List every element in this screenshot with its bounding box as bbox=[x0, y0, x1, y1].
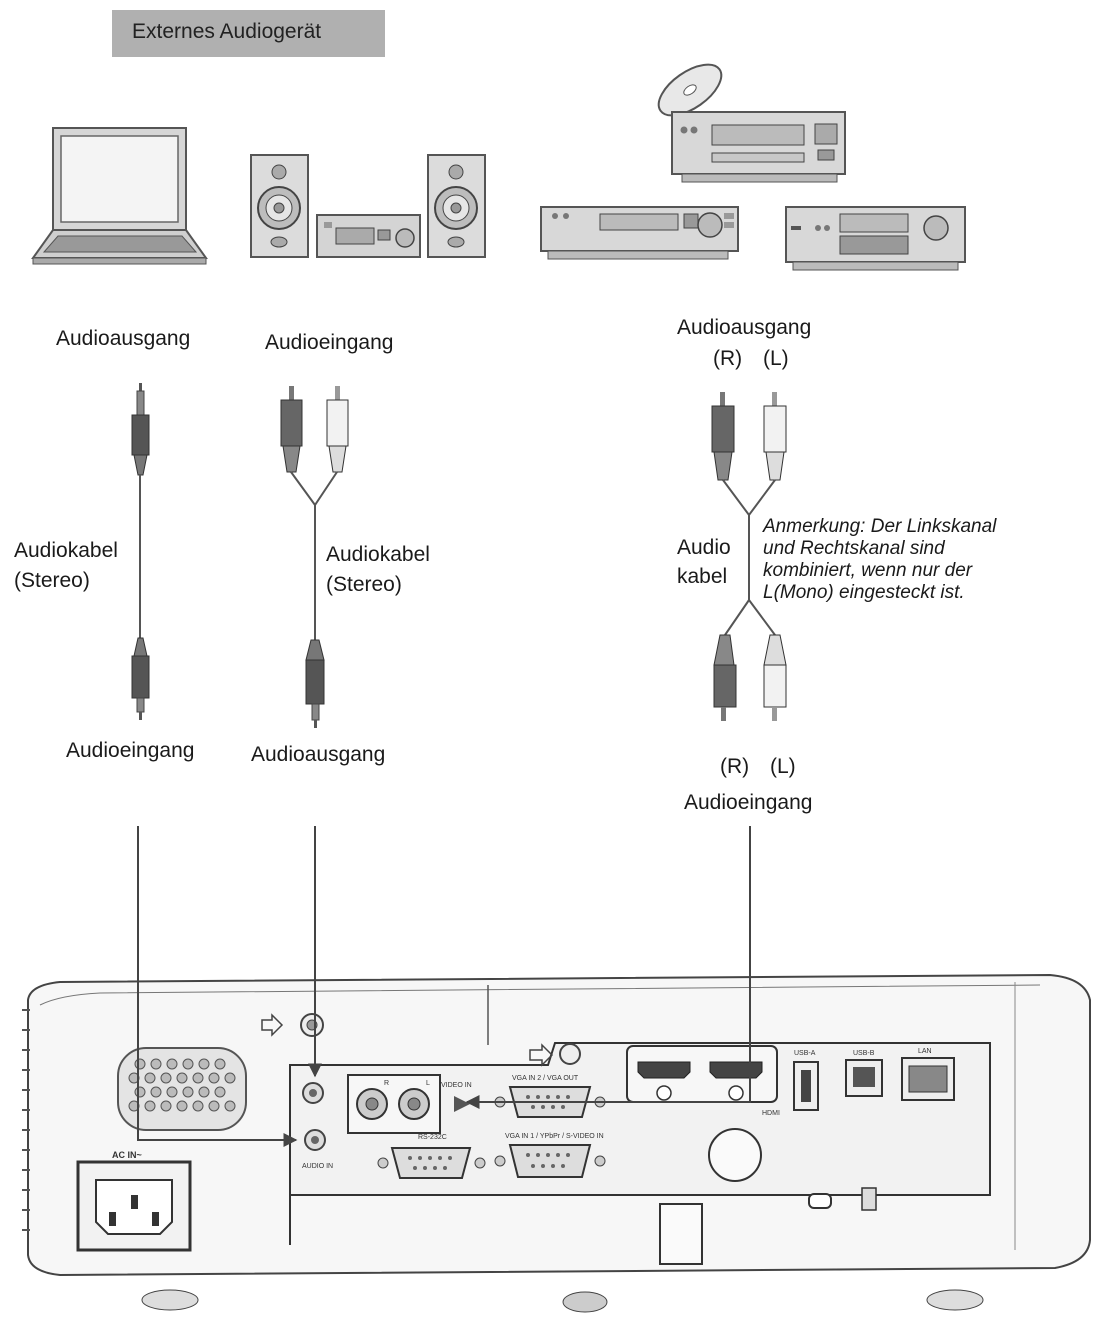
av-l-bottom-label: (L) bbox=[770, 755, 796, 778]
vcr-player-icon bbox=[540, 206, 739, 260]
cable3-label-line1: Audio bbox=[677, 536, 731, 559]
r-port-label: R bbox=[384, 1080, 389, 1087]
stereo-system-icon bbox=[250, 154, 486, 258]
av-l-top-label: (L) bbox=[763, 347, 789, 370]
external-audio-device-title: Externes Audiogerät bbox=[112, 10, 385, 57]
stereo-mini-jack-cable-1 bbox=[131, 383, 150, 720]
audio-in-port-label: AUDIO IN bbox=[302, 1163, 333, 1170]
rca-to-mini-jack-cable bbox=[280, 386, 349, 728]
mono-note-line1: Anmerkung: Der Linkskanal bbox=[763, 516, 997, 537]
projector-audio-input-label-1: Audioeingang bbox=[66, 739, 195, 762]
cable3-label-line2: kabel bbox=[677, 565, 728, 588]
av-r-top-label: (R) bbox=[713, 347, 743, 370]
projector-audio-output-label: Audioausgang bbox=[251, 743, 386, 766]
lan-port-label: LAN bbox=[918, 1048, 932, 1055]
hdmi-port-label: HDMI bbox=[762, 1110, 780, 1117]
usb-a-port-label: USB-A bbox=[794, 1050, 816, 1057]
mono-note-line2: und Rechtskanal sind bbox=[763, 538, 945, 559]
cable1-label-line1: Audiokabel bbox=[14, 539, 118, 562]
vga-in1-port-label: VGA IN 1 / YPbPr / S-VIDEO IN bbox=[505, 1133, 604, 1140]
connection-arrows bbox=[137, 826, 751, 1147]
stereo-audio-input-label: Audioeingang bbox=[265, 331, 394, 354]
av-r-bottom-label: (R) bbox=[720, 755, 750, 778]
laptop-audio-output-label: Audioausgang bbox=[56, 327, 191, 350]
projector-rear-panel bbox=[22, 973, 1091, 1313]
video-in-port-label: VIDEO IN bbox=[441, 1082, 472, 1089]
mono-note-line3: kombiniert, wenn nur der bbox=[763, 560, 973, 581]
usb-b-port-label: USB-B bbox=[853, 1050, 875, 1057]
laptop-icon bbox=[31, 127, 208, 265]
l-port-label: L bbox=[426, 1080, 430, 1087]
projector-audio-input-label-2: Audioeingang bbox=[684, 791, 813, 814]
cable2-label-line1: Audiokabel bbox=[326, 543, 430, 566]
ac-in-port-label: AC IN~ bbox=[112, 1150, 142, 1160]
av-audio-output-label: Audioausgang bbox=[677, 316, 812, 339]
cd-player-icon bbox=[671, 111, 846, 183]
cable2-label-line2: (Stereo) bbox=[326, 573, 402, 596]
vga-in2-port-label: VGA IN 2 / VGA OUT bbox=[512, 1075, 579, 1082]
cd-disc-icon bbox=[657, 63, 723, 117]
rca-to-rca-cable bbox=[711, 392, 787, 721]
cable1-label-line2: (Stereo) bbox=[14, 569, 90, 592]
rs232c-port-label: RS-232C bbox=[418, 1134, 447, 1141]
mono-note-line4: L(Mono) eingesteckt ist. bbox=[763, 582, 965, 603]
av-receiver-icon bbox=[785, 206, 966, 271]
